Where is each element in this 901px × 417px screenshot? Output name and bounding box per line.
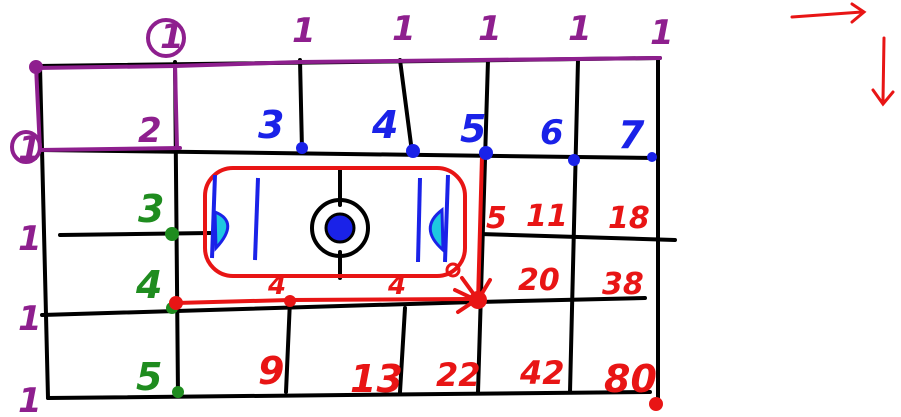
row4-label: 80 (604, 357, 657, 401)
grid-row-line-3 (42, 302, 475, 315)
top-border-label: 1 (478, 9, 502, 49)
row3-path-label: 4 (387, 271, 406, 301)
row2-label: 5 (486, 201, 507, 236)
obstacle-cyan-left (215, 212, 228, 248)
row1-label: 6 (540, 113, 564, 153)
row1-label: 3 (258, 103, 284, 147)
col1-label: 5 (136, 355, 162, 399)
obstacle-cyan-right (430, 210, 443, 250)
blue-dot (647, 152, 657, 162)
green-dot (165, 227, 179, 241)
blue-dot (568, 154, 580, 166)
obstacle-blue-line-4 (445, 175, 448, 262)
row2-label: 18 (608, 201, 650, 236)
row4-label: 22 (436, 356, 481, 394)
purple-inner-col (175, 66, 177, 148)
row3-label: 20 (518, 263, 560, 298)
grid-col-line-2b (286, 300, 290, 392)
down-arrow (873, 38, 893, 104)
top-border-label: 1 (650, 13, 674, 53)
purple-corner-dot (31, 62, 41, 72)
grid-lines (38, 58, 675, 398)
direction-arrows (792, 4, 893, 104)
red-dot (469, 291, 487, 309)
top-border-label: 1 (392, 9, 416, 49)
top-border-label: 1 (292, 11, 316, 51)
top-border-label: 1 (160, 17, 184, 57)
row1-label: 2 (138, 111, 162, 151)
grid-col-line-2 (300, 60, 302, 150)
obstacle-center-ring-inner (326, 214, 354, 242)
left-border-label: 1 (18, 381, 42, 417)
row2-label: 11 (526, 199, 568, 234)
row3-label: 38 (602, 267, 644, 302)
row4-label: 42 (519, 354, 565, 392)
obstacle-blue-line-3 (418, 178, 420, 262)
obstacle-box (205, 168, 465, 276)
row4-label: 13 (350, 357, 403, 401)
col1-label: 3 (138, 187, 164, 231)
row1-label: 4 (371, 103, 398, 147)
grid-row-line-2 (60, 233, 210, 235)
row3-path-label: 4 (267, 271, 286, 301)
right-arrow (792, 4, 864, 22)
left-border-label: 1 (18, 299, 42, 339)
left-border-label: 1 (18, 129, 42, 169)
top-border-label: 1 (568, 9, 592, 49)
green-dot (172, 386, 184, 398)
row4-label: 9 (258, 349, 284, 393)
row1-label: 7 (618, 113, 645, 157)
left-border-label: 1 (18, 219, 42, 259)
blue-dot (296, 142, 308, 154)
obstacle-blue-line-2 (255, 178, 258, 260)
blue-dot (406, 144, 420, 158)
col1-label: 4 (135, 263, 162, 307)
red-dot (169, 296, 183, 310)
grid-col-line-5 (570, 60, 578, 392)
grid-col-line-3 (400, 60, 412, 152)
row1-label: 5 (460, 107, 486, 151)
